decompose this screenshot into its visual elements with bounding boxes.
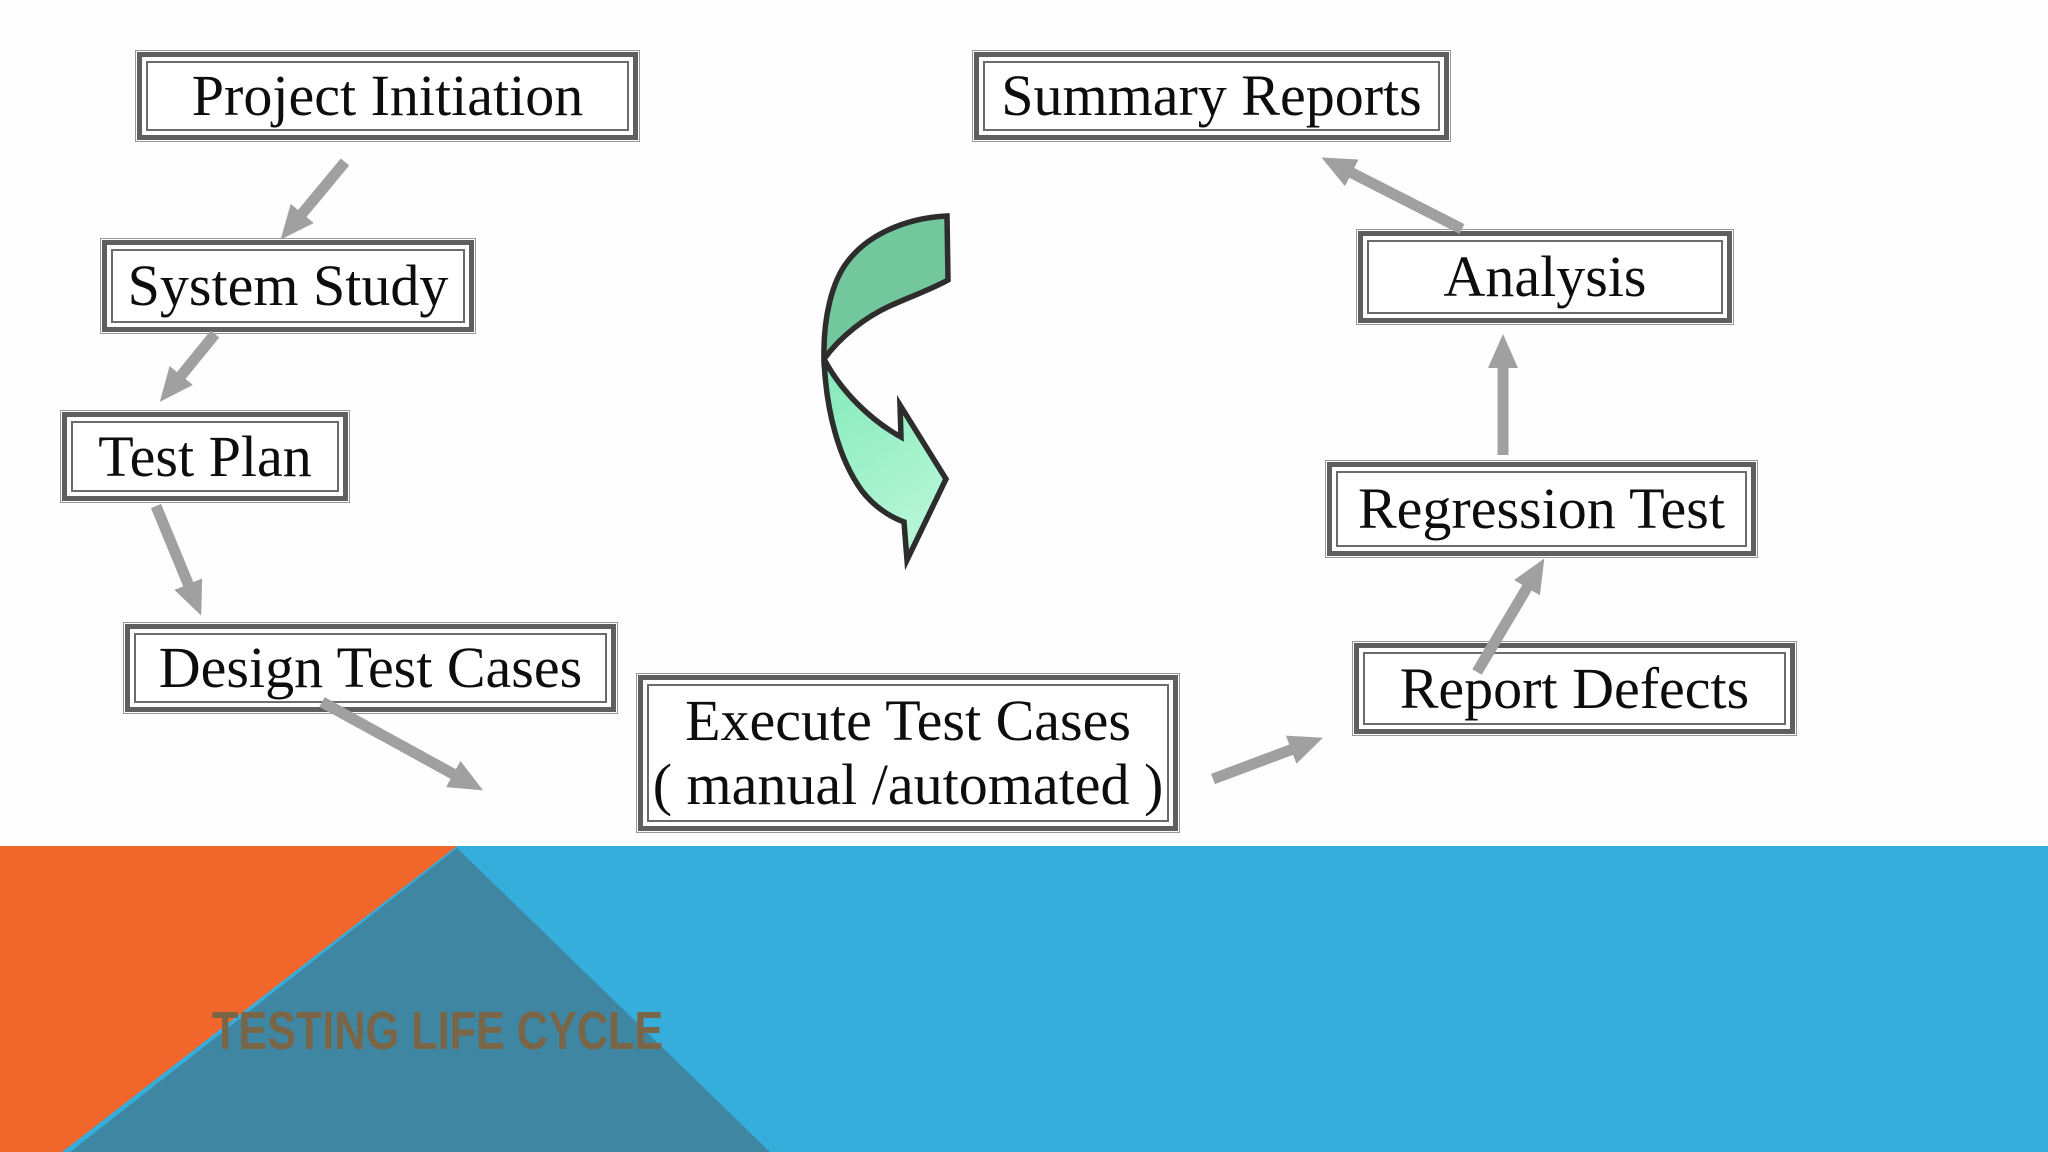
box-frame: Summary Reports (974, 52, 1449, 140)
box-report-defects: Report Defects (1352, 641, 1797, 736)
arrow-analysis-to-summary-reports (1321, 157, 1465, 234)
arrow-execute-test-cases-to-report-defects (1211, 735, 1323, 785)
band-teal-triangle (70, 848, 770, 1152)
box-label: Test Plan (98, 423, 312, 489)
box-label: Design Test Cases (158, 635, 583, 700)
box-design-test-cases: Design Test Cases (123, 622, 618, 714)
box-frame: Test Plan (62, 412, 348, 501)
box-sublabel: ( manual /automated ) (652, 752, 1164, 817)
box-frame: Execute Test Cases ( manual /automated ) (638, 675, 1178, 831)
box-analysis: Analysis (1356, 229, 1734, 325)
box-frame: Design Test Cases (125, 624, 616, 712)
box-frame: Analysis (1358, 231, 1732, 323)
arrow-system-study-to-test-plan (159, 330, 220, 402)
box-summary-reports: Summary Reports (972, 50, 1451, 142)
box-label: Summary Reports (1001, 63, 1422, 128)
box-execute-test-cases: Execute Test Cases ( manual /automated ) (636, 673, 1180, 833)
box-label: Regression Test (1357, 476, 1725, 541)
box-system-study: System Study (100, 238, 476, 334)
box-frame: Regression Test (1327, 462, 1756, 556)
band-orange-triangle (0, 846, 457, 1152)
box-label: Project Initiation (191, 63, 584, 128)
arrow-project-initiation-to-system-study (280, 158, 350, 240)
cycle-arrow-icon (821, 213, 951, 571)
bottom-band (0, 846, 2048, 1152)
box-frame: Project Initiation (137, 52, 638, 140)
cycle-arrow-lower-crescent (821, 357, 950, 571)
box-frame: System Study (102, 240, 474, 332)
box-frame: Report Defects (1354, 643, 1795, 734)
box-label: Analysis (1443, 244, 1647, 309)
cycle-arrow-upper-crescent (821, 213, 951, 368)
box-label: System Study (127, 253, 449, 318)
box-test-plan: Test Plan (60, 410, 350, 503)
box-label: Report Defects (1399, 655, 1750, 721)
box-project-initiation: Project Initiation (135, 50, 640, 142)
slide-title: TESTING LIFE CYCLE (212, 1001, 664, 1061)
box-label: Execute Test Cases (685, 688, 1131, 753)
arrow-test-plan-to-design-test-cases (150, 503, 203, 616)
box-regression-test: Regression Test (1325, 460, 1758, 558)
